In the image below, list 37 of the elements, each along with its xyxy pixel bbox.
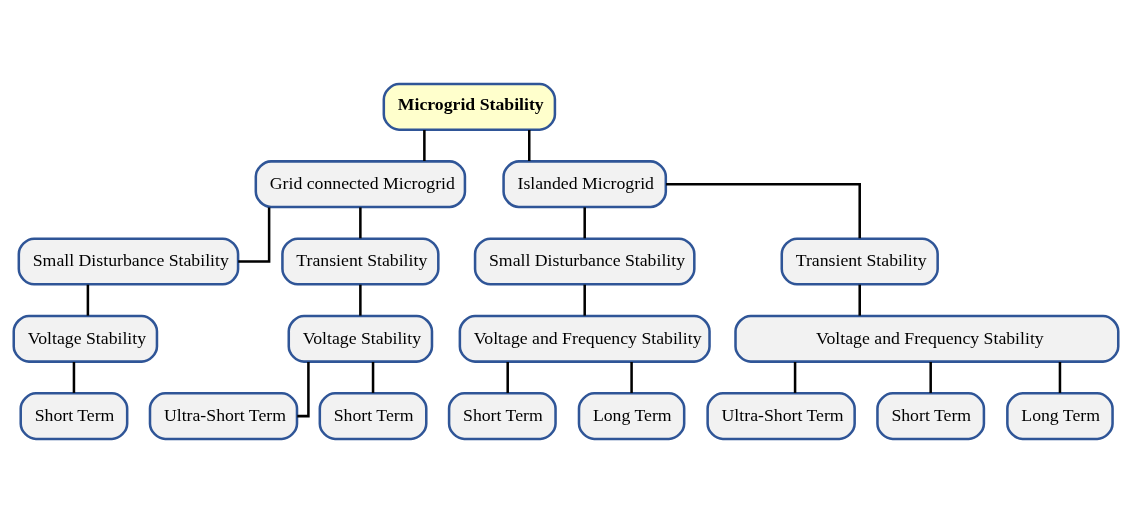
node-box: Short Term bbox=[447, 391, 557, 440]
connector bbox=[72, 361, 76, 393]
node-box: Transient Stability bbox=[780, 236, 939, 286]
connector bbox=[371, 361, 375, 393]
node-box: Transient Stability bbox=[281, 236, 440, 286]
node-box: Microgrid Stability bbox=[382, 82, 557, 131]
node-box: Short Term bbox=[318, 391, 428, 440]
node-box: Islanded Microgrid bbox=[502, 159, 668, 208]
node-box: Ultra-Short Term bbox=[706, 391, 856, 440]
connector bbox=[583, 206, 586, 238]
connector bbox=[423, 129, 426, 161]
connector bbox=[359, 284, 362, 316]
connector bbox=[929, 361, 932, 393]
node-box: Long Term bbox=[577, 391, 686, 440]
connector bbox=[793, 361, 797, 393]
connector bbox=[506, 361, 509, 393]
connector bbox=[359, 206, 362, 238]
connector bbox=[528, 129, 531, 161]
node-box: Grid connected Microgrid bbox=[254, 159, 467, 208]
node-box: Small Disturbance Stability bbox=[473, 236, 696, 286]
connector bbox=[858, 284, 861, 316]
connector bbox=[1058, 361, 1062, 393]
connector bbox=[238, 206, 271, 263]
node-box: Voltage Stability bbox=[12, 314, 159, 363]
connector bbox=[630, 361, 633, 393]
node-box: Small Disturbance Stability bbox=[17, 236, 240, 286]
connector bbox=[666, 182, 861, 238]
node-box: Voltage Stability bbox=[287, 314, 434, 363]
node-box: Voltage and Frequency Stability bbox=[458, 314, 711, 363]
connector bbox=[297, 361, 310, 417]
node-box: Short Term bbox=[19, 391, 129, 440]
node-box: Ultra-Short Term bbox=[148, 391, 299, 440]
node-box: Long Term bbox=[1006, 391, 1114, 440]
node-box: Short Term bbox=[876, 391, 986, 440]
connector bbox=[86, 284, 90, 316]
node-box: Voltage and Frequency Stability bbox=[734, 314, 1120, 363]
connector bbox=[583, 284, 586, 316]
